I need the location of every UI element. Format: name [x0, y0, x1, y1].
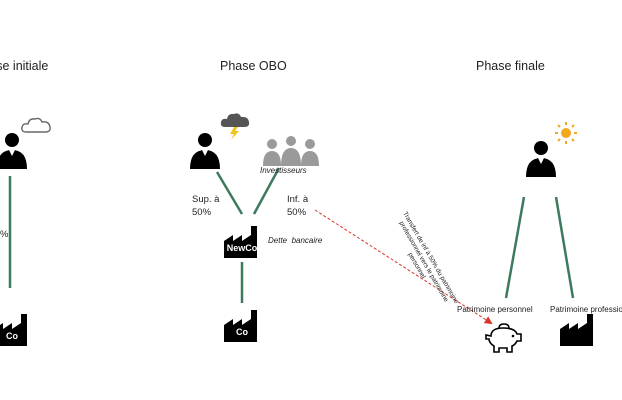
majority-share-label-line2: 50% — [192, 207, 212, 218]
personal-assets-label: Patrimoine personnel — [457, 305, 533, 314]
person-icon — [526, 141, 556, 177]
initial-company-label: Co — [6, 331, 18, 341]
sun-icon — [555, 122, 577, 144]
founder-newco-line — [215, 171, 244, 215]
person-icon — [0, 133, 27, 169]
professional-assets-label: Patrimoine professionnel — [550, 305, 622, 314]
owner-personal-assets-line — [504, 196, 526, 299]
factory-icon: Co — [224, 310, 260, 342]
minority-share-label: Inf. à 50% — [287, 193, 308, 219]
storm-cloud-icon — [220, 113, 250, 140]
majority-share-label: Sup. à 50% — [192, 193, 219, 219]
factory-icon: NewCo — [224, 226, 260, 258]
investors-newco-line — [252, 167, 281, 215]
majority-share-label-line1: Sup. à — [192, 194, 220, 205]
investors-icon — [263, 136, 319, 166]
cloud-icon — [21, 117, 51, 133]
investors-label: Investisseurs — [260, 166, 307, 175]
piggy-bank-icon — [485, 323, 522, 353]
factory-icon — [560, 314, 596, 346]
minority-share-label-line1: Inf. à — [287, 194, 309, 205]
newco-label: NewCo — [226, 243, 258, 253]
phase-initial-title: Phase initiale — [0, 59, 49, 73]
bank-debt-label: Dette bancaire — [268, 236, 323, 245]
owner-professional-assets-line — [554, 196, 575, 299]
initial-share-percent: % — [0, 229, 9, 240]
phase-final-title: Phase finale — [476, 59, 545, 73]
minority-share-label-line2: 50% — [287, 207, 307, 218]
obo-company-label: Co — [236, 327, 248, 337]
factory-icon: Co — [0, 314, 30, 346]
person-icon — [190, 133, 220, 169]
phase-obo-title: Phase OBO — [220, 59, 287, 73]
